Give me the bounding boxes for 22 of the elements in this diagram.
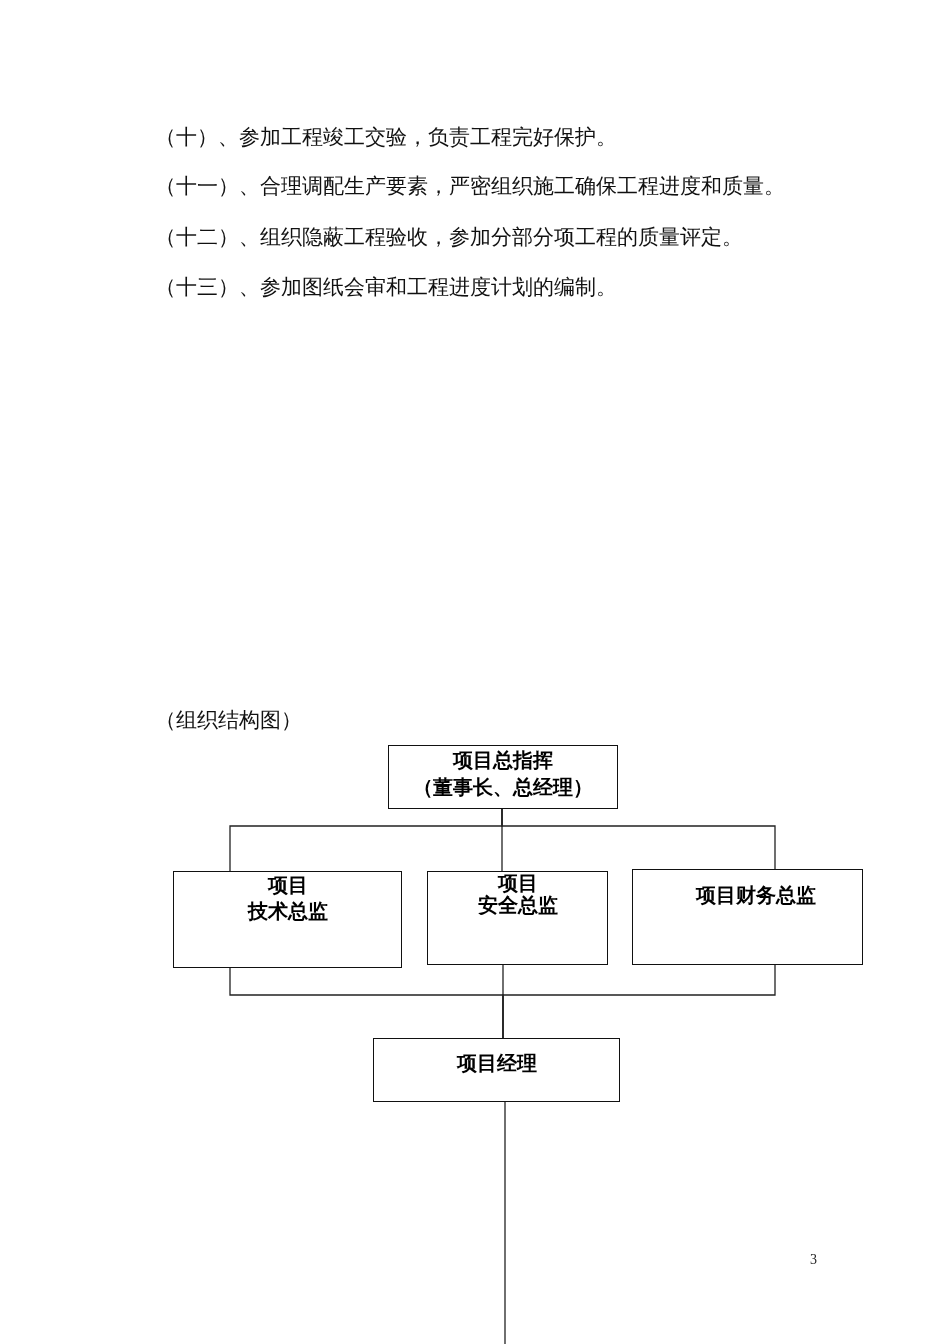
box-label: 项目总指挥	[453, 748, 553, 773]
box-label: 安全总监	[477, 894, 558, 916]
page-number: 3	[810, 1252, 817, 1268]
paragraph-text: （十）、参加工程竣工交验，负责工程完好保护。	[155, 124, 617, 150]
org-box	[173, 871, 402, 968]
box-label: 技术总监	[247, 899, 328, 924]
paragraph-text: （十三）、参加图纸会审和工程进度计划的编制。	[155, 274, 617, 300]
org-box	[427, 871, 608, 965]
org-box	[632, 869, 863, 965]
org-box	[388, 745, 618, 809]
box-label: 项目	[267, 873, 308, 898]
paragraph-text: （十二）、组织隐蔽工程验收，参加分部分项工程的质量评定。	[155, 224, 743, 250]
box-label: 项目财务总监	[695, 883, 816, 908]
diagram-heading: （组织结构图）	[155, 707, 302, 733]
box-label: 项目经理	[456, 1051, 537, 1076]
connector-line	[502, 964, 776, 1039]
connector-line	[501, 808, 776, 870]
box-label: （董事长、总经理）	[413, 775, 593, 800]
org-box	[373, 1038, 620, 1102]
paragraph-text: （十一）、合理调配生产要素，严密组织施工确保工程进度和质量。	[155, 173, 785, 199]
box-label: 项目	[497, 872, 538, 894]
connector-line	[504, 1101, 506, 1344]
